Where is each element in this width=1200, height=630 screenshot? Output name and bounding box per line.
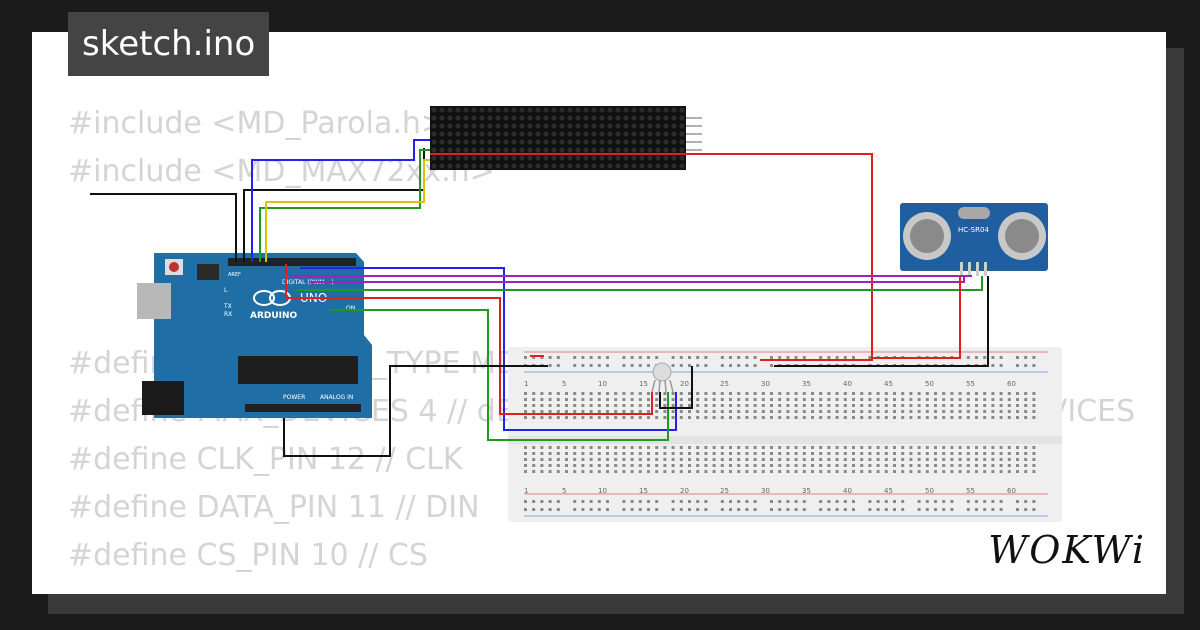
bb-col-number: 50 [925, 487, 934, 495]
wires[interactable] [90, 139, 989, 457]
bb-col-number: 40 [843, 380, 852, 388]
wokwi-logo: WOKWi [988, 528, 1146, 572]
aref-label: AREF [228, 272, 241, 278]
l-label: L [224, 287, 228, 294]
rgb-led[interactable] [651, 362, 674, 393]
power-label: POWER [283, 394, 305, 401]
bb-col-number: 1 [524, 380, 528, 388]
bb-col-number: 5 [562, 380, 566, 388]
bb-col-number: 60 [1007, 380, 1016, 388]
power-jack [142, 381, 184, 415]
bb-col-number: 30 [761, 380, 770, 388]
on-label: ON [346, 305, 355, 312]
bb-col-number: 5 [562, 487, 566, 495]
digital-label: DIGITAL (PWM ~) [282, 279, 334, 286]
bb-col-number: 30 [761, 487, 770, 495]
sketch-title: sketch.ino [68, 12, 270, 76]
microcontroller-chip [238, 356, 358, 384]
bb-col-number: 60 [1007, 487, 1016, 495]
arduino-uno[interactable]: ARDUINO UNO DIGITAL (PWM ~) POWER ANALOG… [137, 253, 372, 418]
bb-col-number: 1 [524, 487, 528, 495]
bb-col-number: 40 [843, 487, 852, 495]
led-matrix[interactable] [430, 106, 702, 170]
rx-label: RX [224, 311, 232, 318]
analog-label: ANALOG IN [320, 394, 353, 401]
bb-col-number: 50 [925, 380, 934, 388]
bb-col-number: 20 [680, 380, 689, 388]
bb-col-number: 35 [802, 487, 811, 495]
circuit-diagram: 1 5 10 15 20 25 30 35 40 45 50 55 60 1 5… [90, 106, 1062, 522]
preview-card: #include <MD_Parola.h> #include <MD_MAX7… [32, 32, 1166, 594]
bb-col-number: 20 [680, 487, 689, 495]
code-line: #define CS_PIN 10 // CS [68, 538, 428, 573]
arduino-brand: ARDUINO [250, 311, 298, 321]
code-line: #define DATA_PIN 11 // DIN [68, 490, 480, 525]
breadboard[interactable]: 1 5 10 15 20 25 30 35 40 45 50 55 60 1 5… [508, 347, 1062, 522]
bb-col-number: 45 [884, 380, 893, 388]
bb-col-number: 25 [720, 487, 729, 495]
bb-col-number: 10 [598, 487, 607, 495]
bb-col-number: 25 [720, 380, 729, 388]
bb-col-number: 55 [966, 487, 975, 495]
code-line: #include <MD_Parola.h> [68, 106, 447, 141]
sensor-label: HC-SR04 [958, 226, 989, 234]
usb-port [137, 283, 171, 319]
tx-label: TX [223, 303, 232, 310]
bb-col-number: 15 [639, 487, 648, 495]
bb-col-number: 55 [966, 380, 975, 388]
bb-col-number: 15 [639, 380, 648, 388]
code-line: #define CLK_PIN 12 // CLK [68, 442, 463, 477]
ultrasonic-sensor[interactable]: HC-SR04 [900, 203, 1048, 276]
bb-col-number: 10 [598, 380, 607, 388]
bb-col-number: 45 [884, 487, 893, 495]
bb-col-number: 35 [802, 380, 811, 388]
